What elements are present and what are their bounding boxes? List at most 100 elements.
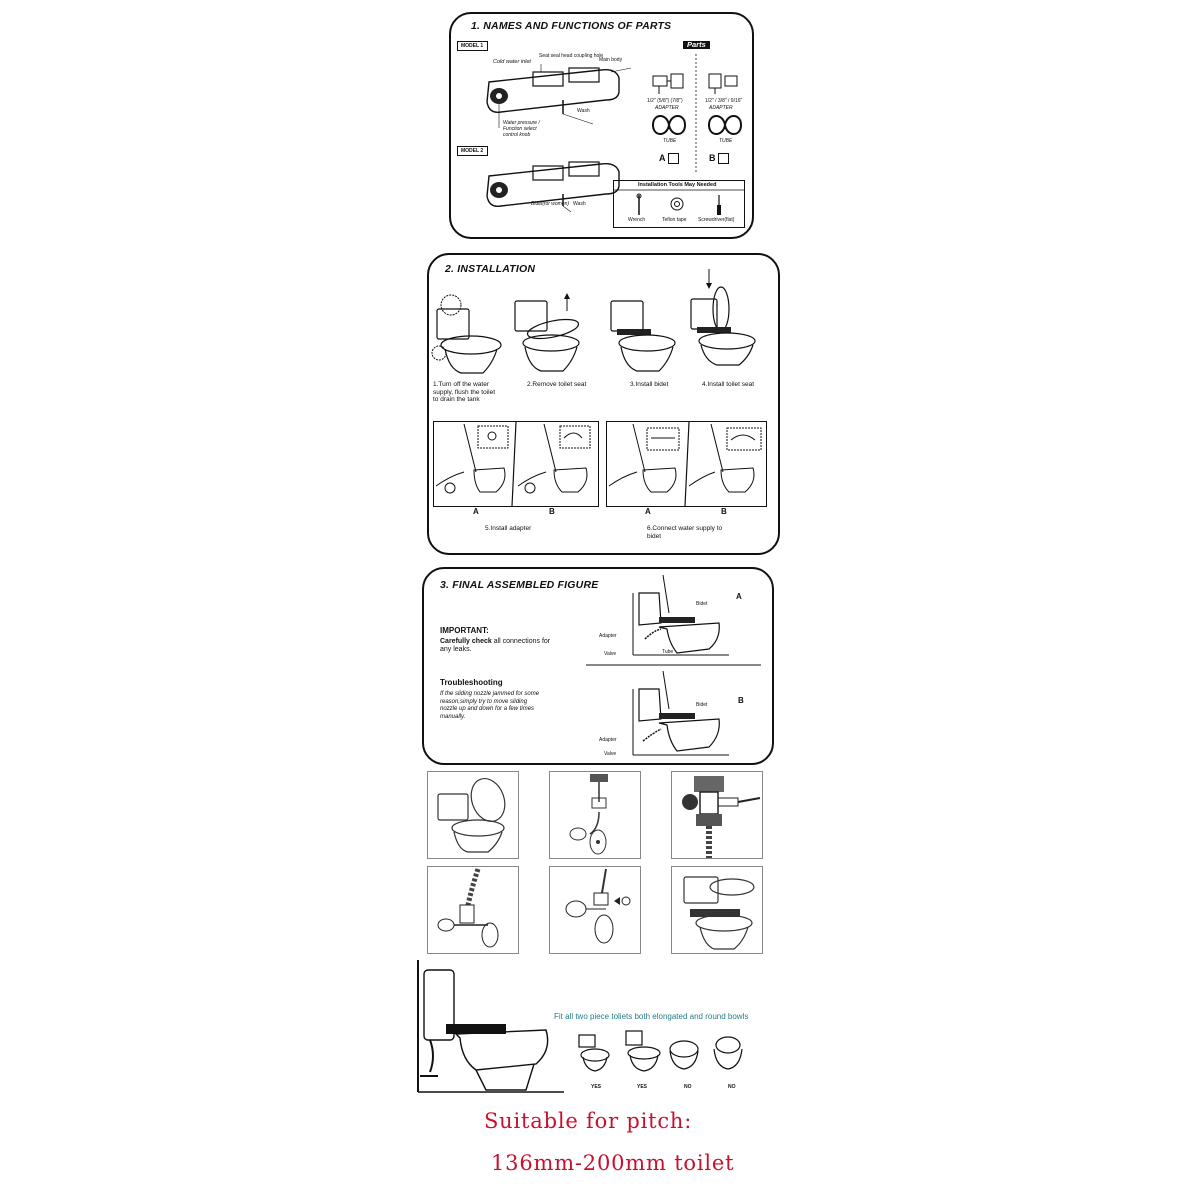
troubleshooting-text: If the sliding nozzle jammed for some re… [440,691,540,720]
toilet-step1-drawing [431,294,502,374]
adapter-a-size: 1/2" (5/8") (7/8") [647,98,683,104]
tube-a-label: TUBE [663,138,677,144]
thumb-installed-toilet [671,866,763,954]
toilet-step4-drawing [690,269,756,366]
fig-a-tube-label: Tube [662,649,674,655]
fig-b-letter: B [738,696,744,705]
tool-wrench: Wrench [628,217,646,223]
tool-screwdriver: Screwdriver(flat) [698,217,735,223]
tube-b-label: TUBE [719,138,733,144]
toilet-type-2 [625,1030,661,1072]
adapter-b-size: 1/2" / 3/8" / 9/16" [705,98,743,104]
fig-a-valve-label: Valve [604,651,617,657]
fig-b-adapter-label: Adapter [599,737,617,743]
adapter-a-drawing [652,73,684,94]
step5-label-b: B [549,507,555,516]
bidet-model2-drawing [486,161,620,213]
wash2-label: Wash [573,201,586,207]
thumb-tee-adapter [671,771,763,859]
toilet-open-lid-illustration [437,778,506,853]
assembled-figure-b [632,670,729,756]
tube-a-drawing [651,115,687,135]
teflon-tape-icon [670,197,684,211]
option-b-checkbox[interactable] [717,153,729,164]
option-a-checkbox[interactable] [667,153,679,164]
toilet-type-4 [713,1036,743,1070]
thumb-valve-closeup [549,771,641,859]
panel-final-assembled: 3. FINAL ASSEMBLED FIGURE IMPORTANT: Car… [422,567,774,765]
step6-label-b: B [721,507,727,516]
caption-line1: Suitable for pitch: [484,1109,693,1133]
model1-tag: MODEL 1 [457,41,488,51]
step6-diagram-a [608,423,680,493]
model2-tag: MODEL 2 [457,146,488,156]
step5-divider [511,421,517,507]
toilet-type-1 [578,1034,610,1072]
step6-box [606,421,767,507]
fig-a-adapter-label: Adapter [599,633,617,639]
fit-label-1: YES [591,1084,602,1090]
wash-label: Wash [577,108,590,114]
step5-label-a: A [473,507,479,516]
step3-label: 3.Install bidet [630,381,669,388]
adapter-b-label: ADAPTER [709,105,733,111]
fit-label-2: YES [637,1084,648,1090]
side-view-toilet [417,960,564,1093]
troubleshooting-heading: Troubleshooting [440,678,503,687]
step6-divider [684,421,690,507]
fit-label-3: NO [684,1084,692,1090]
thumb-toilet-open-lid [427,771,519,859]
section3-title: 3. FINAL ASSEMBLED FIGURE [440,579,599,591]
hose-valve-illustration [437,868,499,948]
tee-adapter-illustration [682,776,761,858]
panel-names-functions: 1. NAMES AND FUNCTIONS OF PARTS MODEL 1 … [449,12,754,239]
main-body-label: Main body [599,57,623,63]
fig-b-bidet-label: Bidet [696,702,708,708]
fit-label-4: NO [728,1084,736,1090]
fig-a-letter: A [736,592,742,601]
fit-text: Fit all two piece toliets both elongated… [554,1012,749,1021]
wrench-icon [636,193,642,215]
step5-label: 5.Install adapter [485,525,532,532]
option-b[interactable]: B [709,153,729,164]
adapter-a-label: ADAPTER [655,105,679,111]
careful-text: Carefully check all connections for any … [440,638,551,653]
bidet-model1-drawing [486,64,632,128]
step6-label-a: A [645,507,651,516]
toilet-type-3 [669,1040,699,1070]
installed-toilet-illustration [683,876,755,950]
step2-label: 2.Remove toilet seat [527,381,587,388]
panel-installation: 2. INSTALLATION 1.Turn off the water sup… [427,253,780,555]
valve-closeup-illustration [569,774,608,855]
thumb-hose-valve [427,866,519,954]
tools-title-rule [614,189,744,191]
parts-heading: Parts [683,41,710,49]
bidet-women-label: Bidet(for women) [531,201,570,207]
toilet-step3-drawing [610,300,676,372]
screwdriver-icon [717,195,721,215]
fig-b-valve-label: Valve [604,751,617,757]
toilet-step2-drawing [514,293,580,372]
control-knob-label: Water pressure / Function select control… [503,120,540,138]
tube-b-drawing [707,115,743,135]
important-heading: IMPORTANT: [440,626,489,635]
valve-connect-illustration [565,868,631,944]
step4-label: 4.Install toilet seat [702,381,755,388]
thumb-valve-connect [549,866,641,954]
tools-title: Installation Tools May Needed [638,182,717,188]
tool-teflon: Teflon tape [662,217,687,223]
cold-water-inlet-label: Cold water inlet [493,59,531,65]
step6-label: 6.Connect water supply to bidet [647,525,723,540]
step1-label: 1.Turn off the water supply, flush the t… [433,381,496,403]
assembled-figure-a [632,574,729,656]
section2-title: 2. INSTALLATION [445,263,536,275]
caption-line2: 136mm-200mm toilet [491,1151,735,1175]
tools-box: Installation Tools May Needed Wrench Tef… [613,180,745,228]
adapter-b-drawing [708,73,738,94]
option-a[interactable]: A [659,153,679,164]
fig-a-bidet-label: Bidet [696,601,708,607]
seat-seal-label: Seat seal head coupling hole [539,53,604,59]
section3-separator [586,664,761,666]
step5-box [433,421,599,507]
step5-diagram-a [435,423,509,494]
